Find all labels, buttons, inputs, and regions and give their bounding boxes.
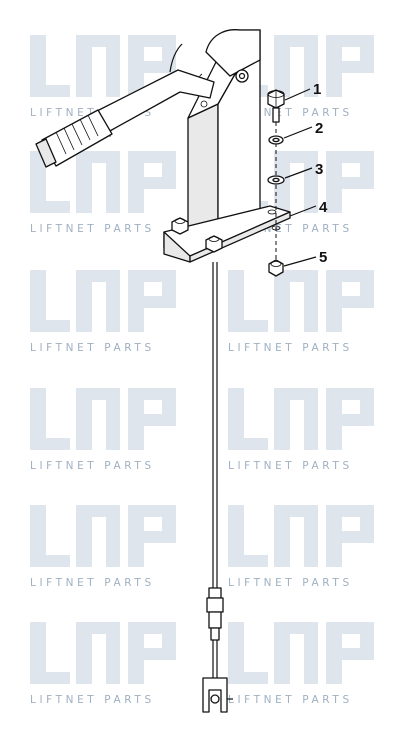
watermark-tile: LIFTNET PARTS — [228, 622, 374, 706]
callout-number: 5 — [319, 249, 327, 266]
watermark-caption: LIFTNET PARTS — [30, 577, 155, 589]
callouts: 1 2 3 4 5 — [283, 81, 328, 267]
watermark-tile: LIFTNET PARTS — [30, 388, 176, 472]
watermark-tile: LIFTNET PARTS — [228, 388, 374, 472]
watermark-tile: LIFTNET PARTS — [228, 505, 374, 589]
lock-washer — [268, 135, 284, 145]
hand-lever — [35, 43, 215, 168]
callout-number: 1 — [313, 81, 321, 98]
nut — [268, 259, 284, 277]
fastener-stack — [267, 89, 285, 277]
watermark-logo — [30, 505, 176, 567]
watermark-caption: LIFTNET PARTS — [228, 694, 353, 706]
vertical-post — [187, 29, 261, 241]
watermark-tile: LIFTNET PARTS — [30, 622, 176, 706]
watermark-layer: LIFTNET PARTS LIFTNET PARTS LIFTNET PARTS L… — [30, 35, 374, 706]
watermark-tile: LIFTNET PARTS — [228, 270, 374, 354]
watermark-logo — [228, 270, 374, 332]
watermark-caption: LIFTNET PARTS — [30, 694, 155, 706]
base-plate — [163, 205, 291, 263]
callout-number: 2 — [315, 120, 323, 137]
callout-2: 2 — [283, 120, 323, 139]
watermark-caption: LIFTNET PARTS — [30, 223, 155, 235]
callout-3: 3 — [284, 161, 323, 179]
watermark-caption: LIFTNET PARTS — [30, 342, 155, 354]
flat-washer — [267, 175, 285, 185]
callout-number: 4 — [319, 199, 328, 216]
watermark-logo — [30, 388, 176, 450]
watermark-caption: LIFTNET PARTS — [228, 342, 353, 354]
watermark-caption: LIFTNET PARTS — [228, 460, 353, 472]
watermark-logo — [228, 388, 374, 450]
callout-4: 4 — [289, 199, 328, 217]
watermark-logo — [228, 505, 374, 567]
watermark-caption: LIFTNET PARTS — [30, 460, 155, 472]
callout-5: 5 — [283, 249, 327, 267]
callout-1: 1 — [284, 81, 321, 101]
watermark-logo — [228, 622, 374, 684]
pull-rod — [202, 262, 233, 713]
watermark-tile: LIFTNET PARTS — [30, 505, 176, 589]
watermark-caption: LIFTNET PARTS — [228, 577, 353, 589]
watermark-tile: LIFTNET PARTS — [30, 270, 176, 354]
watermark-tile: LIFTNET PARTS — [30, 151, 176, 235]
watermark-logo — [30, 622, 176, 684]
watermark-logo — [30, 270, 176, 332]
bolt — [267, 89, 285, 123]
watermark-logo — [30, 151, 176, 213]
watermark-logo — [30, 35, 176, 97]
callout-number: 3 — [315, 161, 323, 178]
